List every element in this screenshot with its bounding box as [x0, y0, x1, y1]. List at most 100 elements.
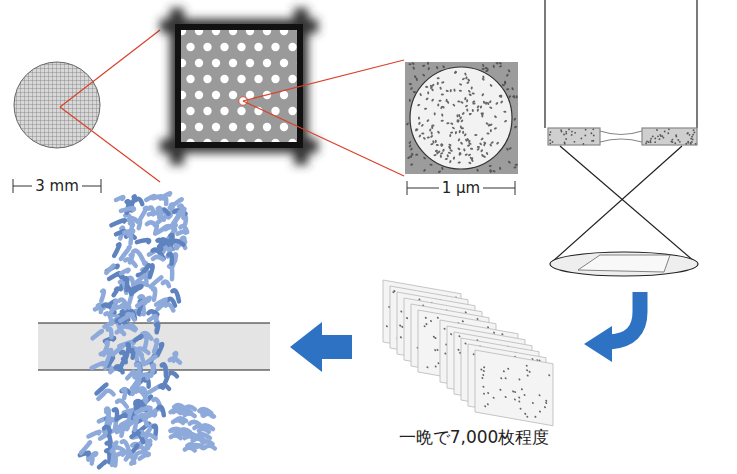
particle	[468, 153, 472, 156]
protein-density	[185, 407, 195, 410]
particle	[442, 148, 445, 152]
protein-density	[153, 213, 164, 220]
protein-density	[131, 456, 136, 464]
protein-density	[194, 445, 204, 448]
particle	[430, 135, 434, 138]
particle	[465, 138, 469, 142]
protein-density	[121, 208, 134, 211]
particle	[470, 148, 473, 150]
particle	[466, 108, 469, 112]
grid-hole	[280, 91, 288, 99]
particle	[489, 169, 492, 173]
protein-density	[201, 425, 211, 428]
particle	[527, 374, 529, 376]
protein-density	[114, 289, 118, 296]
particle	[437, 362, 439, 364]
particle	[464, 153, 468, 156]
particle	[462, 320, 464, 322]
protein-density	[172, 241, 184, 245]
protein-density	[157, 226, 169, 233]
grid-hole	[271, 107, 279, 115]
particle	[514, 398, 516, 400]
particle	[511, 87, 514, 91]
particle	[689, 134, 691, 136]
protein-density	[120, 314, 132, 320]
particle	[485, 102, 487, 105]
particle	[436, 151, 438, 154]
protein-density	[132, 432, 139, 437]
protein-density	[145, 356, 156, 363]
particle	[431, 98, 435, 102]
protein-density	[128, 234, 131, 243]
protein-density	[109, 273, 119, 279]
particle	[446, 122, 449, 125]
particle	[483, 100, 486, 104]
particle	[425, 323, 427, 325]
particle	[672, 139, 674, 141]
particle	[457, 161, 461, 164]
particle	[501, 84, 505, 87]
protein-density	[124, 230, 133, 232]
particle	[445, 90, 449, 93]
particle	[406, 317, 408, 319]
particle	[480, 368, 482, 370]
particle	[422, 64, 426, 67]
particle	[441, 93, 444, 95]
particle	[482, 68, 485, 70]
protein-density	[174, 353, 177, 361]
particle	[507, 69, 510, 73]
particle	[493, 65, 495, 68]
particle	[458, 130, 461, 134]
protein-density	[150, 277, 161, 286]
particle	[469, 113, 473, 116]
particle	[453, 88, 456, 92]
particle	[574, 132, 576, 134]
grid-hole	[229, 59, 237, 67]
particle	[508, 147, 512, 150]
particle	[692, 134, 694, 136]
grid-hole	[237, 75, 245, 83]
particle	[449, 160, 452, 164]
particle	[486, 132, 490, 135]
protein-density	[137, 240, 149, 242]
particle	[492, 170, 496, 173]
particle	[476, 108, 479, 112]
grid-hole	[195, 123, 203, 131]
particle	[469, 156, 473, 160]
particle	[456, 114, 458, 117]
particle	[667, 132, 669, 134]
particle	[505, 377, 507, 379]
particle	[472, 92, 476, 95]
particle	[659, 138, 661, 140]
particle	[424, 325, 426, 327]
particle	[499, 95, 502, 97]
grid-hole	[212, 123, 220, 131]
particle	[412, 66, 415, 70]
particle	[450, 122, 454, 125]
particle	[691, 136, 693, 138]
particle	[656, 129, 658, 131]
particle	[687, 132, 689, 134]
particle	[494, 127, 498, 130]
particle	[417, 104, 421, 107]
particle	[434, 112, 436, 115]
particle	[564, 143, 566, 145]
particle	[436, 144, 440, 147]
protein-density	[180, 226, 187, 232]
protein-density	[125, 278, 128, 290]
protein-density	[140, 454, 149, 459]
grid-hole	[263, 59, 271, 67]
particle	[457, 147, 461, 150]
protein-density	[104, 427, 110, 431]
particle	[477, 146, 480, 148]
protein-density	[153, 257, 163, 259]
particle	[499, 65, 502, 67]
particle	[512, 390, 514, 392]
particle	[526, 369, 528, 371]
micrograph-frame	[475, 350, 553, 426]
particle	[457, 100, 461, 103]
particle	[650, 140, 652, 142]
particle	[571, 131, 573, 133]
grid-hole	[212, 59, 220, 67]
particle	[446, 154, 449, 158]
